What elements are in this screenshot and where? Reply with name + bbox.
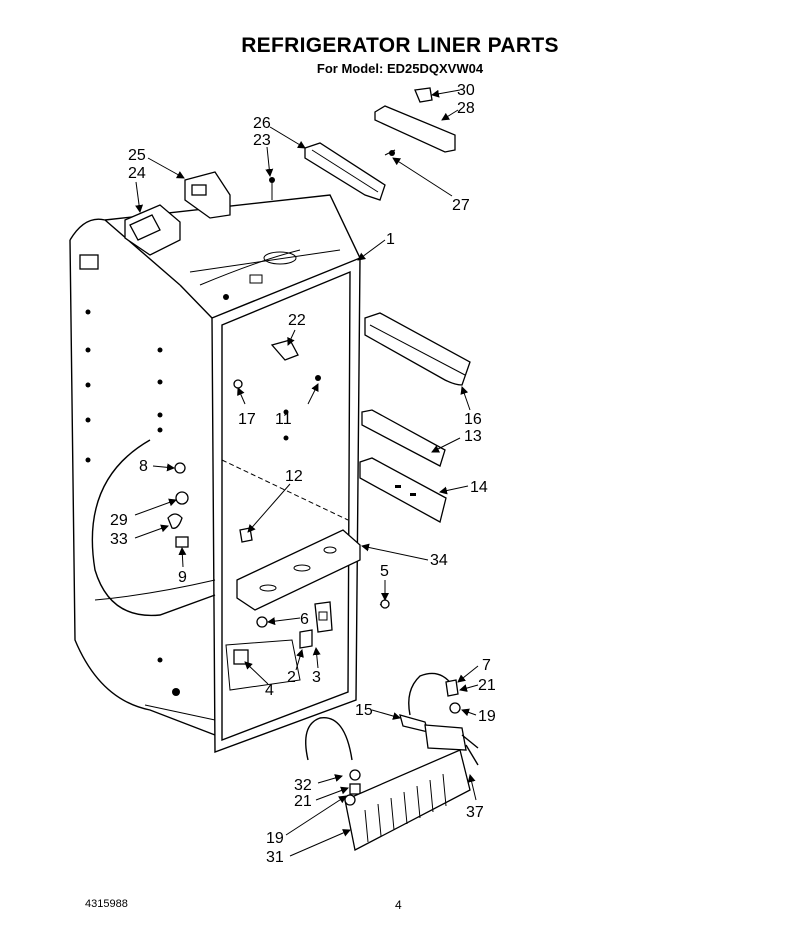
page-title: REFRIGERATOR LINER PARTS (241, 34, 559, 57)
callout-1: 1 (386, 231, 395, 248)
callout-14: 14 (470, 479, 488, 496)
callout-34: 34 (430, 552, 448, 569)
callout-16: 16 (464, 411, 482, 428)
top-rail-parts (269, 87, 456, 201)
callout-30: 30 (457, 82, 475, 99)
callout-15: 15 (355, 702, 373, 719)
callout-9: 9 (178, 569, 187, 586)
callout-19-left: 19 (266, 830, 284, 847)
callout-6: 6 (300, 611, 309, 628)
shelf-rails (359, 312, 471, 523)
callout-21-left: 21 (294, 793, 312, 810)
callout-27: 27 (452, 197, 470, 214)
callout-22: 22 (288, 312, 306, 329)
small-hardware (167, 339, 390, 691)
callout-7: 7 (482, 657, 491, 674)
callout-33: 33 (110, 531, 128, 548)
callout-29: 29 (110, 512, 128, 529)
callout-2: 2 (287, 669, 296, 686)
callout-26: 26 (253, 115, 271, 132)
callout-24: 24 (128, 165, 146, 182)
model-subtitle: For Model: ED25DQXVW04 (316, 61, 484, 76)
callout-5: 5 (380, 563, 389, 580)
document-number: 4315988 (85, 898, 128, 910)
control-housing (124, 171, 231, 256)
callout-17: 17 (238, 411, 256, 428)
callout-28: 28 (457, 100, 475, 117)
callout-32: 32 (294, 777, 312, 794)
callout-25: 25 (128, 147, 146, 164)
callout-12: 12 (285, 468, 303, 485)
callout-4: 4 (265, 682, 274, 699)
callout-11: 11 (275, 411, 292, 428)
callout-8: 8 (139, 458, 148, 475)
callout-3: 3 (312, 669, 321, 686)
page-number: 4 (395, 898, 402, 912)
callout-19-right: 19 (478, 708, 496, 725)
callout-21-right: 21 (478, 677, 496, 694)
water-system (305, 672, 479, 851)
callout-31: 31 (266, 849, 284, 866)
callout-labels: 25 24 26 23 30 28 27 1 22 17 11 16 13 14… (110, 82, 496, 866)
liner-cabinet (69, 194, 361, 754)
shelf-support (236, 529, 361, 611)
callout-37: 37 (466, 804, 484, 821)
leader-lines (134, 89, 479, 857)
callout-23: 23 (253, 132, 271, 149)
callout-13: 13 (464, 428, 482, 445)
